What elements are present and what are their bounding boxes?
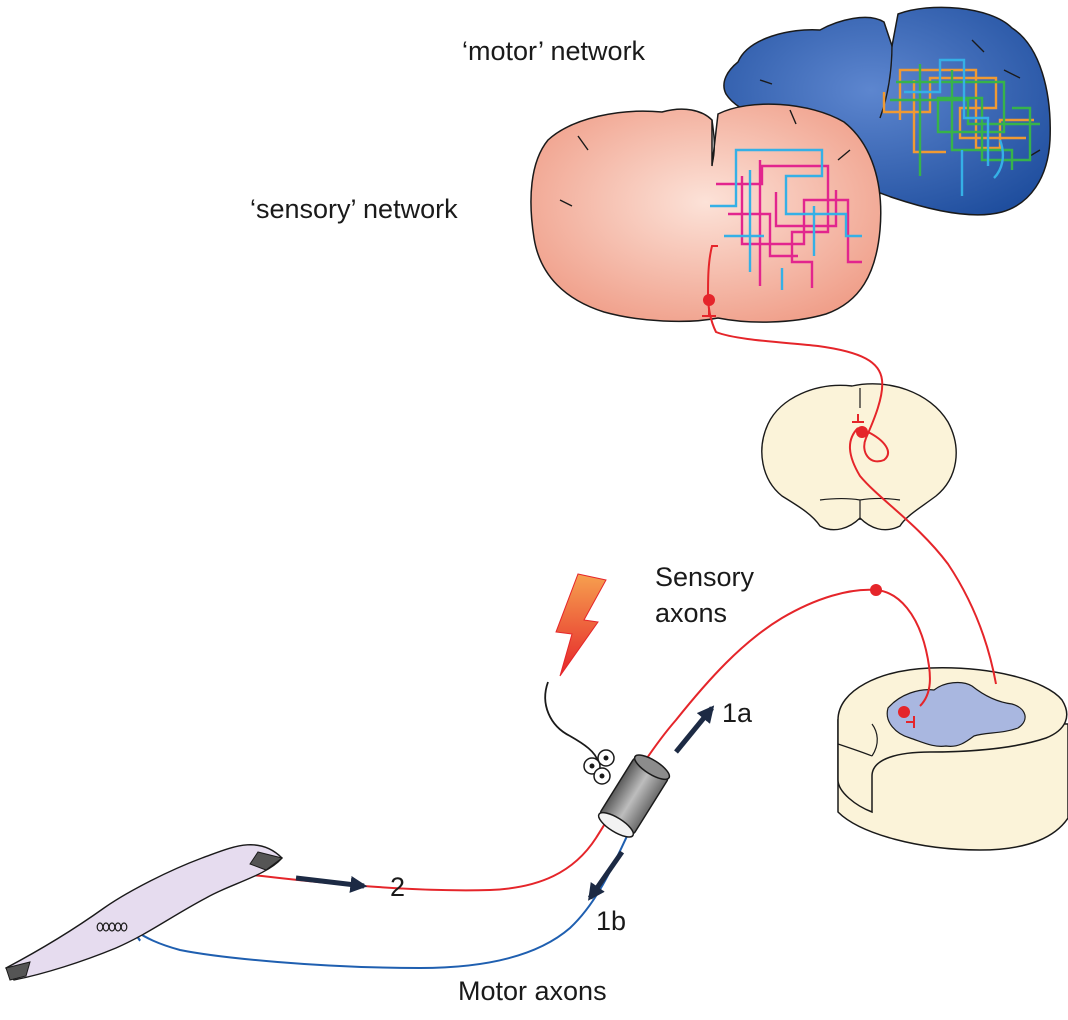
sensory-brain <box>530 103 882 323</box>
grey-matter <box>886 681 1026 747</box>
medulla-section <box>761 383 957 531</box>
thalamocortical-axon <box>707 245 718 297</box>
spinal-terminal <box>906 716 915 728</box>
motor-network-cyan <box>904 58 1005 196</box>
motor-network-orange <box>882 68 1034 154</box>
medulla-shape <box>761 383 957 531</box>
motor-brain-sulcus <box>759 39 1041 157</box>
muscle-fiber-shape <box>4 844 283 981</box>
direction-arrows <box>295 705 715 901</box>
sensory-neuron-markers <box>702 294 915 728</box>
spinal-synapse-dot <box>898 706 910 718</box>
sensory-network <box>710 148 862 290</box>
cuff-electrode-icon <box>597 754 671 838</box>
neuromuscular-junction <box>96 922 128 932</box>
arrow-2-label: 2 <box>390 872 405 902</box>
motor-network <box>882 58 1040 196</box>
arrow-1b-label: 1b <box>596 906 626 936</box>
sensory-axon-dorsal-column <box>849 427 997 685</box>
medulla-terminal <box>852 414 864 423</box>
arrow-1a-icon <box>674 705 715 754</box>
arrow-2-icon <box>295 875 368 893</box>
lightning-bolt-icon <box>555 573 607 677</box>
medulla-midline <box>819 388 901 520</box>
motor-pathway <box>134 829 631 970</box>
arrow-1b-icon <box>587 850 625 901</box>
stimulation-setup <box>544 573 671 838</box>
sensory-network-label: ‘sensory’ network <box>250 194 458 224</box>
muscle-tendon-right <box>249 851 284 871</box>
lead-connector-icon <box>583 749 615 785</box>
motor-axon <box>134 829 631 970</box>
motor-axons-label: Motor axons <box>458 976 607 1006</box>
sensory-axons-label: Sensory <box>655 562 755 592</box>
muscle-fiber <box>4 844 284 981</box>
sensory-axons-label-2: axons <box>655 598 727 628</box>
motor-network-label: ‘motor’ network <box>462 36 646 66</box>
arrow-1a-label: 1a <box>722 698 753 728</box>
muscle-tendon-left <box>5 961 31 981</box>
medulla-synapse-dot <box>856 426 868 438</box>
sensory-brain-sulcus <box>559 109 851 207</box>
drg-cell-body <box>870 584 882 596</box>
motor-network-green <box>890 64 1040 176</box>
spinal-cord-notch <box>837 723 878 757</box>
medial-lemniscus-axon <box>707 295 889 463</box>
sensory-network-magenta <box>716 160 862 288</box>
sensory-network-cyan <box>710 148 862 290</box>
thalamus-terminal <box>702 308 716 317</box>
electrode-lead <box>544 681 599 763</box>
spinal-cord-segment <box>837 667 1068 851</box>
sensory-brain-shape <box>530 103 882 323</box>
thalamus-cell-dot <box>703 294 715 306</box>
